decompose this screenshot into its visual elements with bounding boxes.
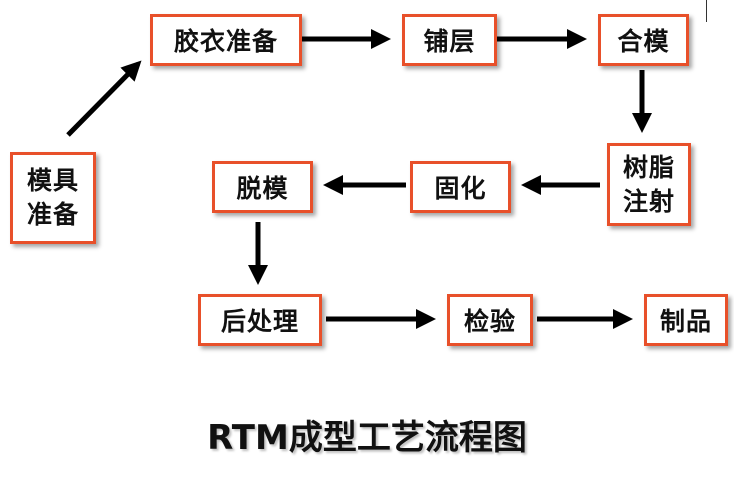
node-mold-prep-line1: 模具 bbox=[26, 166, 79, 195]
node-product-label: 制品 bbox=[659, 307, 712, 336]
node-demold-label: 脱模 bbox=[236, 174, 289, 203]
node-mold-prep: 模具 准备 bbox=[10, 152, 96, 244]
node-post-process-label: 后处理 bbox=[220, 307, 299, 336]
node-inspect-label: 检验 bbox=[463, 307, 516, 336]
node-resin-inject-line1: 树脂 bbox=[622, 152, 675, 182]
node-resin-inject: 树脂 注射 bbox=[607, 143, 691, 226]
node-mold-prep-line2: 准备 bbox=[26, 200, 79, 229]
node-resin-inject-line2: 注射 bbox=[622, 186, 675, 216]
arrow-mold-prep-to-gelcoat bbox=[66, 60, 142, 137]
node-product: 制品 bbox=[644, 294, 728, 346]
node-layup: 铺层 bbox=[402, 14, 497, 66]
edge-divider bbox=[706, 0, 707, 22]
node-gelcoat-prep-label: 胶衣准备 bbox=[173, 27, 278, 56]
node-gelcoat-prep: 胶衣准备 bbox=[150, 14, 302, 66]
node-mold-close-label: 合模 bbox=[617, 27, 670, 56]
node-cure-label: 固化 bbox=[434, 174, 487, 203]
node-layup-label: 铺层 bbox=[423, 27, 476, 56]
node-post-process: 后处理 bbox=[198, 294, 322, 346]
node-inspect: 检验 bbox=[447, 294, 533, 346]
node-demold: 脱模 bbox=[212, 161, 313, 213]
node-cure: 固化 bbox=[410, 161, 511, 213]
diagram-caption: RTM成型工艺流程图 bbox=[207, 418, 527, 458]
node-mold-close: 合模 bbox=[598, 14, 689, 66]
